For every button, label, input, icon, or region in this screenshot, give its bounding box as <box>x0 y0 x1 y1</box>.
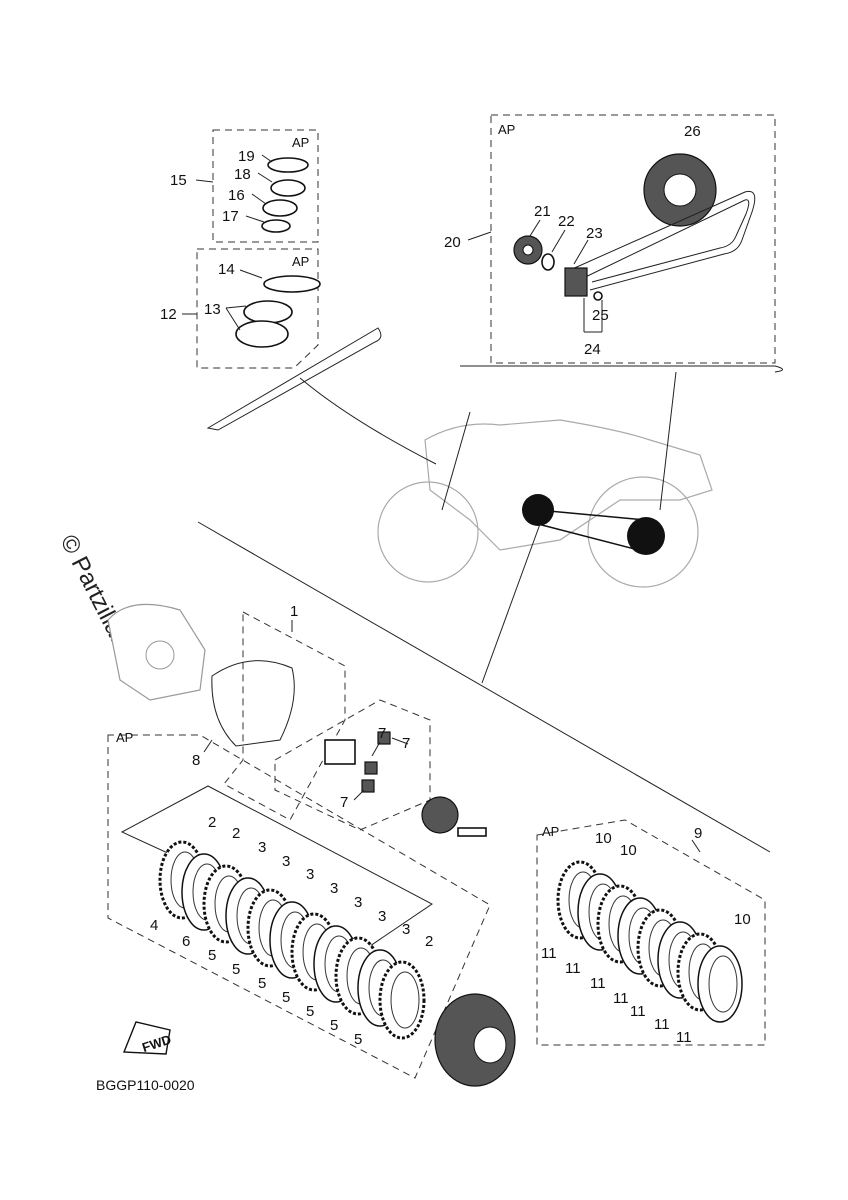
clutch-plate <box>697 945 743 1023</box>
callout-5: 5 <box>354 1031 362 1048</box>
callout-11: 11 <box>654 1016 670 1033</box>
clutch-plate-kit-9: AP 9 10 10 10 11 11 11 11 11 11 11 <box>536 819 766 1046</box>
callout-5: 5 <box>306 1003 314 1020</box>
callout-10: 10 <box>595 830 612 847</box>
bearing-group-12: AP 14 13 12 <box>160 248 321 369</box>
callout-23: 23 <box>586 225 603 242</box>
callout-7: 7 <box>378 725 386 742</box>
callout-1: 1 <box>290 603 298 620</box>
callout-11: 11 <box>630 1003 646 1020</box>
callout-4: 4 <box>150 917 158 934</box>
callout-2: 2 <box>425 933 433 950</box>
callout-5: 5 <box>208 947 216 964</box>
ap-tag: AP <box>292 254 309 269</box>
callout-11: 11 <box>590 975 606 992</box>
drive-chain-group-20: AP 26 21 22 23 20 25 24 <box>444 114 776 364</box>
clutch-plate-inner <box>390 971 420 1029</box>
callout-15: 15 <box>170 172 187 189</box>
callout-12: 12 <box>160 306 177 323</box>
callout-22: 22 <box>558 213 575 230</box>
callout-2: 2 <box>232 825 240 842</box>
callout-5: 5 <box>282 989 290 1006</box>
callout-7: 7 <box>402 735 410 752</box>
ap-tag: AP <box>292 135 309 150</box>
callout-13: 13 <box>204 301 221 318</box>
bearing-group-15: AP 19 18 16 17 15 <box>170 129 319 243</box>
callout-3: 3 <box>306 866 314 883</box>
callout-24: 24 <box>584 341 601 358</box>
callout-5: 5 <box>330 1017 338 1034</box>
callout-2: 2 <box>208 814 216 831</box>
callout-14: 14 <box>218 261 235 278</box>
clutch-plate-inner <box>708 955 738 1013</box>
crankcase-cover <box>107 603 206 701</box>
forward-arrow-icon: FWD <box>122 1021 173 1055</box>
callout-16: 16 <box>228 187 245 204</box>
callout-21: 21 <box>534 203 551 220</box>
callout-11: 11 <box>613 990 629 1007</box>
clutch-plate <box>378 960 426 1040</box>
callout-20: 20 <box>444 234 461 251</box>
callout-8: 8 <box>192 752 200 769</box>
callout-26: 26 <box>684 123 701 140</box>
ap-tag: AP <box>116 730 133 745</box>
callout-6: 6 <box>182 933 190 950</box>
callout-11: 11 <box>565 960 581 977</box>
clutch-assembly-1: 1 8 <box>192 603 346 821</box>
callout-3: 3 <box>330 880 338 897</box>
callout-3: 3 <box>258 839 266 856</box>
callout-9: 9 <box>694 825 702 842</box>
motorcycle-silhouette <box>197 327 783 853</box>
diagram-code: BGGP110-0020 <box>96 1077 195 1093</box>
callout-18: 18 <box>234 166 251 183</box>
callout-17: 17 <box>222 208 239 225</box>
callout-7: 7 <box>340 794 348 811</box>
callout-11: 11 <box>541 945 557 962</box>
ap-tag: AP <box>542 824 559 839</box>
callout-5: 5 <box>258 975 266 992</box>
callout-3: 3 <box>354 894 362 911</box>
callout-25: 25 <box>592 307 609 324</box>
callout-3: 3 <box>378 908 386 925</box>
callout-3: 3 <box>402 921 410 938</box>
callout-3: 3 <box>282 853 290 870</box>
callout-10: 10 <box>734 911 751 928</box>
callout-5: 5 <box>232 961 240 978</box>
callout-11: 11 <box>676 1029 692 1046</box>
callout-19: 19 <box>238 148 255 165</box>
clutch-plate-stack: AP 2 2 3 3 3 3 3 3 3 2 4 6 5 5 5 5 5 5 5 <box>107 730 516 1087</box>
callout-10: 10 <box>620 842 637 859</box>
pressure-plate-group: 7 7 7 <box>274 699 487 837</box>
ap-tag: AP <box>498 122 515 137</box>
